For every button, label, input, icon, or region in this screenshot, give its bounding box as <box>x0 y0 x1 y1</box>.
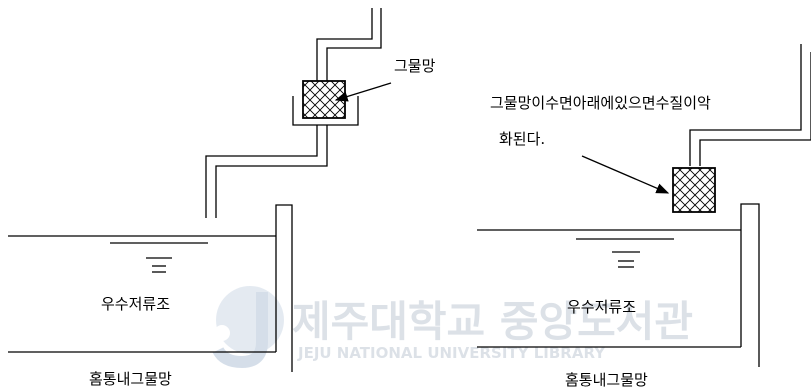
right-downspout-diagram <box>477 44 811 367</box>
note-line-1: 그물망이수면아래에있으면수질이악 <box>490 94 711 112</box>
library-logo-icon <box>212 286 284 369</box>
downspout-pipe-upper-outer <box>316 8 373 81</box>
tank-wall <box>275 204 293 372</box>
downspout-pipe-inner <box>699 52 811 166</box>
downspout-pipe-outer <box>689 44 802 166</box>
left-tank-label: 우수저류조 <box>101 295 170 313</box>
left-downspout-diagram <box>8 8 392 372</box>
watermark-title: 제주대학교 중앙도서관 <box>292 297 693 346</box>
mesh-screen <box>672 167 716 213</box>
screen-label: 그물망 <box>394 57 436 75</box>
note-pointer-arrow <box>581 155 670 194</box>
right-tank-label: 우수저류조 <box>567 298 636 316</box>
downspout-pipe-lower-outer <box>205 125 318 218</box>
left-bottom-label: 홈통내그물망 <box>89 370 172 388</box>
downspout-pipe-lower-inner <box>215 125 328 218</box>
downspout-pipe-upper-inner <box>326 8 382 81</box>
watermark-subtitle: JEJU NATIONAL UNIVERSITY LIBRARY <box>297 344 606 362</box>
screen-housing <box>292 96 359 126</box>
screen-pointer-arrow <box>334 82 392 102</box>
library-watermark: 제주대학교 중앙도서관 JEJU NATIONAL UNIVERSITY LIB… <box>212 286 693 369</box>
tank-wall <box>740 203 760 367</box>
right-bottom-label: 홈통내그물망 <box>565 371 648 389</box>
note-line-2: 화된다. <box>499 130 545 148</box>
